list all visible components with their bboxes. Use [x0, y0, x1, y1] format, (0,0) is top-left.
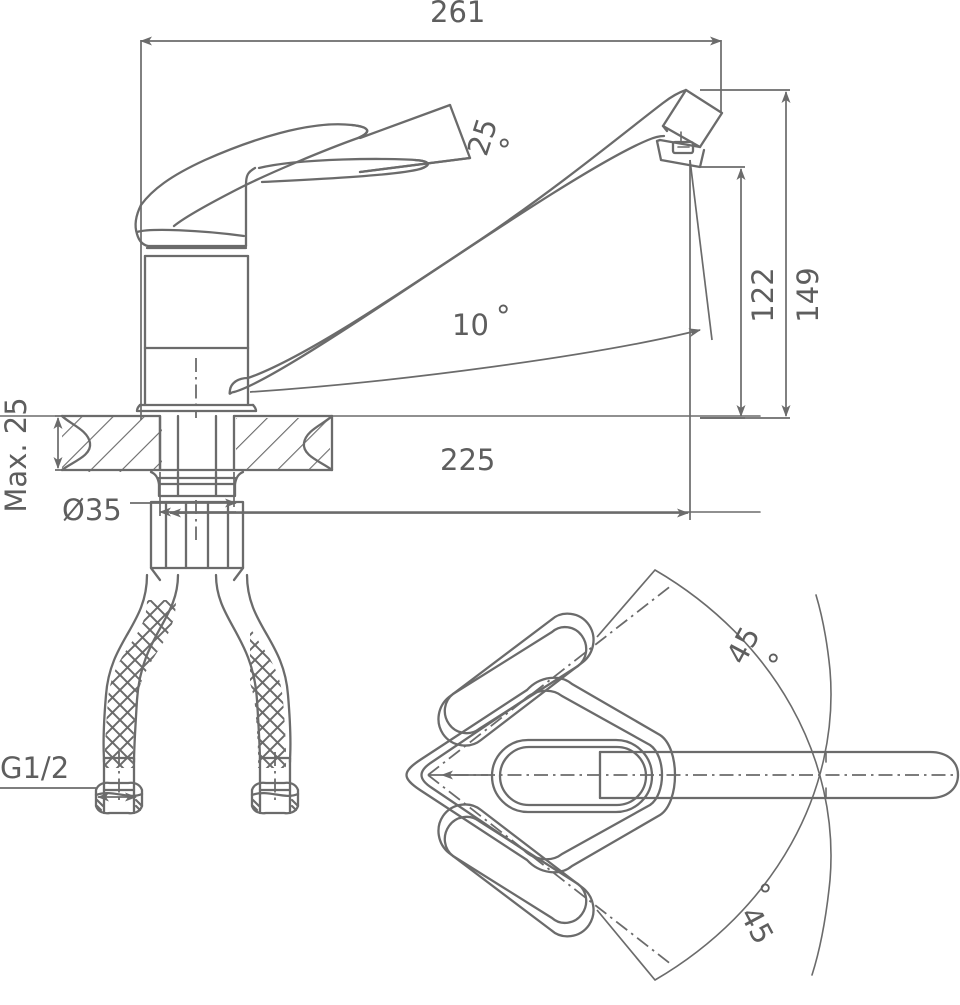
label-149: 149 [791, 267, 825, 322]
svg-text:45: 45 [733, 901, 780, 950]
connector-nut-right [250, 752, 300, 815]
leader-g12 [0, 787, 137, 802]
lever-position-upper-45 [437, 612, 595, 747]
label-25-deg-symbol: ° [497, 133, 512, 167]
label-45-deg-upper: 45 [719, 621, 766, 670]
label-122: 122 [746, 267, 780, 322]
label-10-deg-symbol: ° [496, 299, 511, 333]
angle-10-indicator [249, 159, 713, 420]
flexible-hose-left [102, 573, 180, 768]
label-261: 261 [430, 0, 485, 29]
lever-position-lower-45 [437, 803, 595, 938]
label-max-25: Max. 25 [0, 397, 33, 512]
countertop-section [0, 414, 761, 472]
lever-handle-side [134, 103, 472, 248]
swivel-leader-upper [596, 569, 656, 638]
label-45-deg-lower: 45 [733, 901, 780, 950]
threaded-shank [149, 414, 245, 582]
connector-nut-left [94, 752, 144, 815]
elevation-view [0, 36, 791, 815]
flexible-hose-right [214, 573, 292, 768]
handle-plan-outline [405, 676, 677, 874]
dimension-149 [700, 89, 791, 419]
label-diameter-35: Ø35 [62, 493, 122, 527]
svg-text:45: 45 [719, 621, 766, 670]
label-225: 225 [440, 443, 495, 477]
spout-collar-plan [490, 738, 654, 814]
lever-center-line-lower [427, 774, 673, 966]
spout-side [228, 88, 724, 395]
swivel-arc-lower [654, 594, 832, 981]
swivel-leader-lower [596, 909, 656, 981]
label-10-deg: 10 [452, 308, 489, 342]
plan-view [405, 569, 960, 981]
dimension-225 [169, 420, 691, 520]
label-g12: G1/2 [0, 751, 69, 785]
label-45-deg-upper-symbol: ° [766, 648, 781, 682]
dimension-max-25 [53, 415, 75, 471]
label-45-deg-lower-symbol: ° [758, 878, 773, 912]
dimension-labels: 261 225 149 122 Max. 25 Ø35 G1/2 25 ° 10… [0, 0, 825, 950]
faucet-body-cylinder [135, 246, 258, 413]
lever-center-line-upper [427, 584, 673, 776]
swivel-arc-upper [654, 569, 832, 976]
